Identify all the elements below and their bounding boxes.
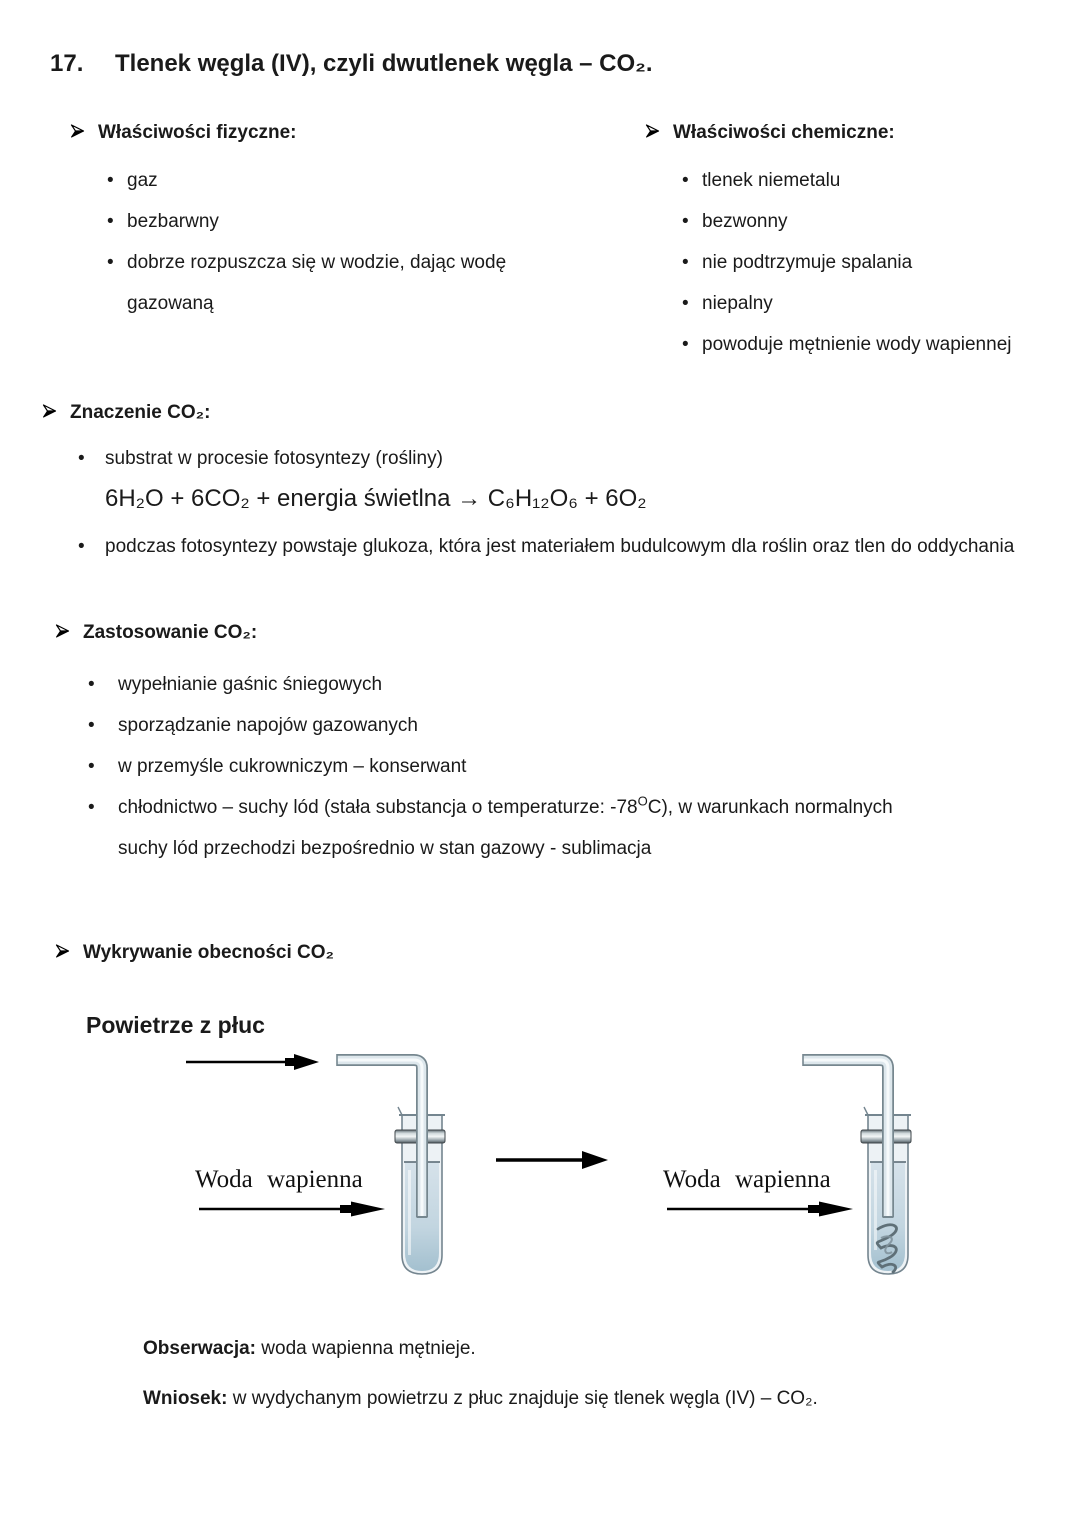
limewater-label-right: Woda wapienna [663, 1166, 831, 1193]
observation-text: woda wapienna mętnieje. [256, 1338, 476, 1359]
list-item: w przemyśle cukrowniczym – konserwant [88, 746, 1060, 787]
list-item: bezbarwny [107, 201, 532, 242]
list-item: niepalny [682, 283, 1077, 324]
photosynthesis-equation: 6H₂O + 6CO₂ + energia świetlna → C₆H₁₂O₆… [105, 485, 647, 512]
list-item: tlenek niemetalu [682, 160, 1077, 201]
list-item: sporządzanie napojów gazowanych [88, 705, 1060, 746]
air-flow-arrow-icon [186, 1054, 319, 1070]
applications-header: Zastosowanie CO₂: [55, 622, 1060, 644]
observation-label: Obserwacja: [143, 1338, 256, 1359]
arrow-bullet-icon [645, 122, 660, 144]
list-item: powoduje mętnienie wody wapiennej [682, 324, 1077, 365]
experiment-diagram: Powietrze z płuc Woda wapienna [0, 1000, 1080, 1330]
arrow-bullet-icon [55, 622, 70, 644]
air-from-lungs-label: Powietrze z płuc [86, 1012, 265, 1038]
significance-section: Znaczenie CO₂: substrat w procesie fotos… [42, 402, 1074, 558]
transition-arrow-icon [496, 1151, 608, 1169]
arrow-bullet-icon [55, 942, 70, 964]
page-title: 17. Tlenek węgla (IV), czyli dwutlenek w… [50, 50, 652, 78]
significance-bullet-2: podczas fotosyntezy powstaje glukoza, kt… [42, 536, 1074, 558]
list-item: gaz [107, 160, 532, 201]
list-item-cooling: chłodnictwo – suchy lód (stała substancj… [88, 787, 1060, 869]
list-item: bezwonny [682, 201, 1077, 242]
physical-properties-header: Właściwości fizyczne: [70, 122, 532, 144]
section-number: 17. [50, 50, 84, 77]
significance-title: Znaczenie CO₂: [70, 402, 211, 423]
list-item: dobrze rozpuszcza się w wodzie, dając wo… [107, 242, 532, 324]
cooling-text-post: C), w warunkach normalnych [647, 797, 893, 818]
list-item: nie podtrzymuje spalania [682, 242, 1077, 283]
applications-list: wypełnianie gaśnic śniegowych sporządzan… [55, 664, 1060, 869]
test-tube-clear-apparatus [336, 1054, 446, 1275]
arrow-bullet-icon [70, 122, 85, 144]
detection-title: Wykrywanie obecności CO₂ [83, 942, 334, 963]
limewater-label-left: Woda wapienna [195, 1166, 363, 1193]
cooling-text-pre: chłodnictwo – suchy lód (stała substancj… [118, 797, 638, 818]
cooling-text-line2: suchy lód przechodzi bezpośrednio w stan… [118, 838, 652, 859]
chemical-properties-list: tlenek niemetalu bezwonny nie podtrzymuj… [645, 160, 1077, 365]
conclusion-line: Wniosek: w wydychanym powietrzu z płuc z… [143, 1387, 818, 1411]
conclusion-text: w wydychanym powietrzu z płuc znajduje s… [227, 1388, 818, 1409]
list-item: wypełnianie gaśnic śniegowych [88, 664, 1060, 705]
precipitate-squiggle [875, 1223, 898, 1274]
chemical-properties-section: Właściwości chemiczne: tlenek niemetalu … [645, 122, 1077, 365]
test-tube-cloudy-apparatus [802, 1054, 912, 1275]
significance-header: Znaczenie CO₂: [42, 402, 1074, 424]
physical-properties-section: Właściwości fizyczne: gaz bezbarwny dobr… [70, 122, 532, 324]
section-title-text: Tlenek węgla (IV), czyli dwutlenek węgla… [115, 50, 653, 77]
chemical-properties-header: Właściwości chemiczne: [645, 122, 1077, 144]
conclusion-label: Wniosek: [143, 1388, 228, 1409]
physical-properties-list: gaz bezbarwny dobrze rozpuszcza się w wo… [70, 160, 532, 324]
chemical-properties-title: Właściwości chemiczne: [673, 122, 895, 143]
arrow-bullet-icon [42, 402, 57, 424]
limewater-arrow-icon [199, 1201, 385, 1217]
detection-section-header: Wykrywanie obecności CO₂ [55, 942, 334, 964]
limewater-arrow-icon [667, 1201, 853, 1217]
observation-line: Obserwacja: woda wapienna mętnieje. [143, 1337, 476, 1361]
significance-bullet-1: substrat w procesie fotosyntezy (rośliny… [42, 448, 1074, 470]
cooling-sup: O [637, 793, 648, 809]
applications-title: Zastosowanie CO₂: [83, 622, 258, 643]
physical-properties-title: Właściwości fizyczne: [98, 122, 297, 143]
applications-section: Zastosowanie CO₂: wypełnianie gaśnic śni… [55, 622, 1060, 869]
